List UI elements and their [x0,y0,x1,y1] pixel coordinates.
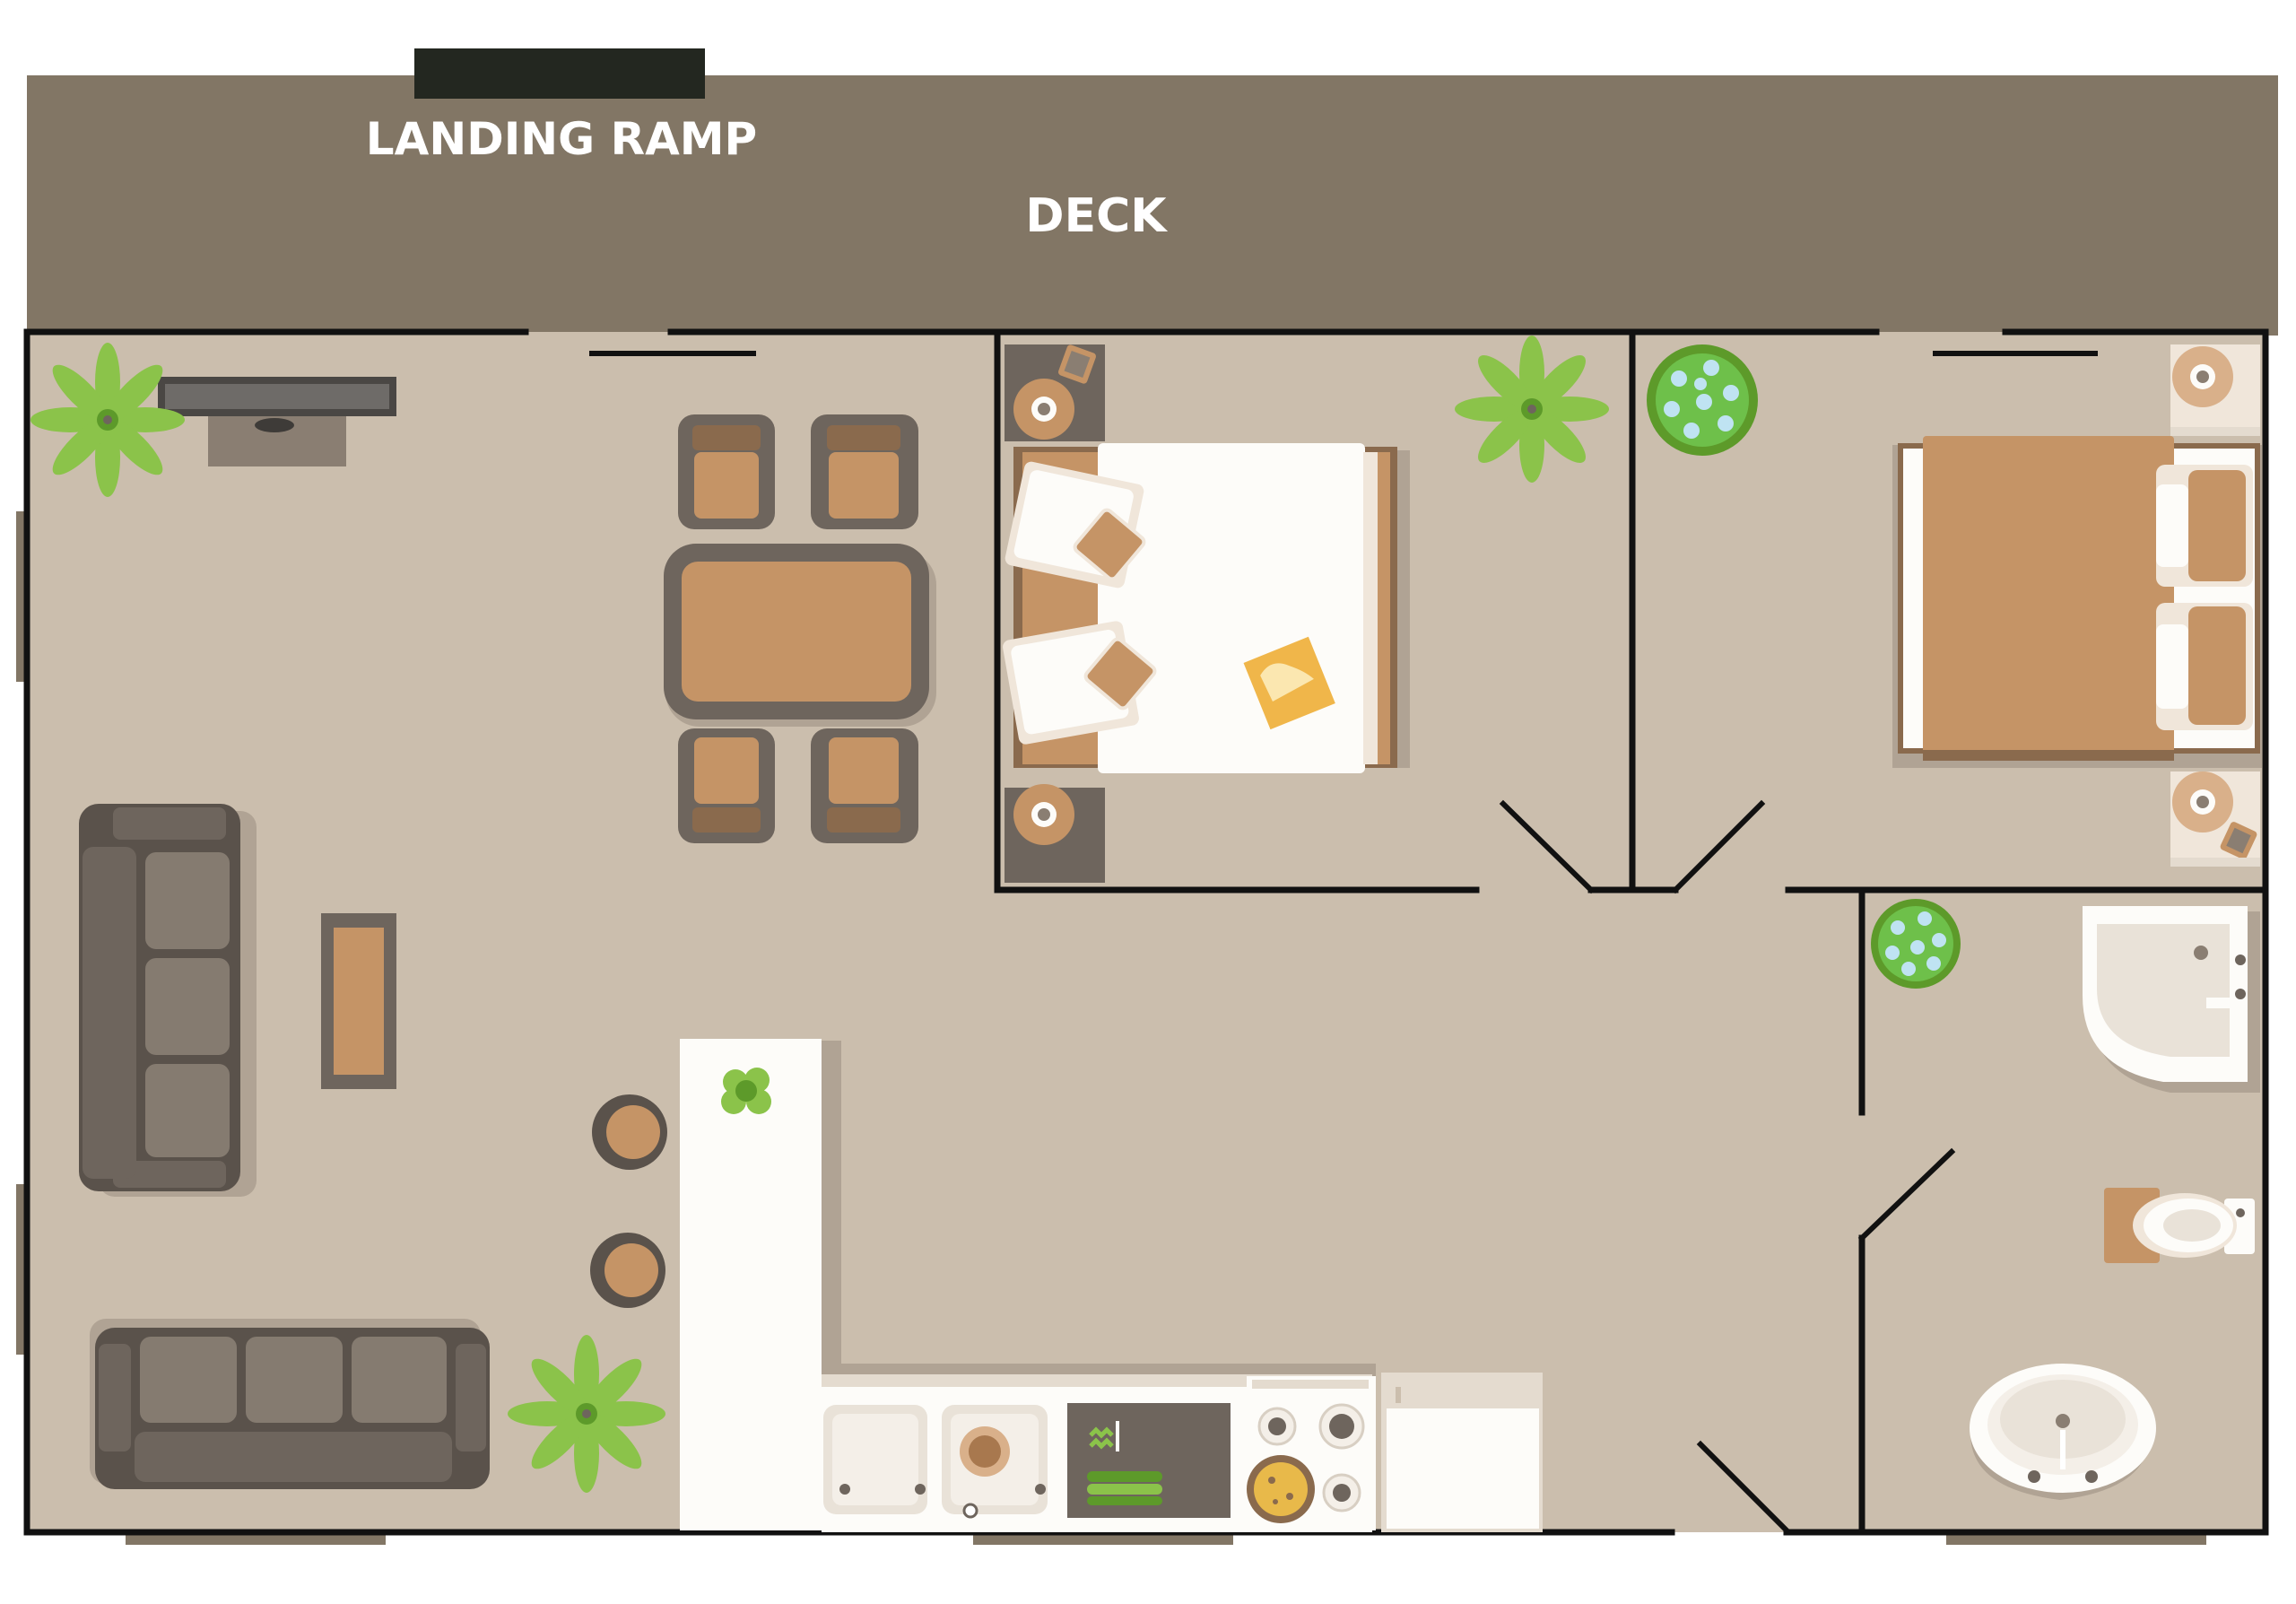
sofa [79,804,257,1197]
door [1696,1440,1791,1535]
book [1243,636,1335,730]
deck-area: LANDING RAMP DECK [27,48,2278,336]
nightstand [2170,771,2260,867]
dining-table-top [682,562,911,702]
bathroom-sink [1970,1364,2156,1500]
door [1499,799,1596,894]
nightstand [2170,344,2260,436]
doors [589,351,2098,1535]
corner-shower [2083,906,2260,1093]
backsplash [822,1374,1372,1387]
flowering-shrub [1647,344,1758,456]
deck [27,75,2278,336]
window [1659,318,1767,331]
bedroom-1-furniture [1003,344,1410,883]
sofa-cushion [352,1337,447,1423]
landing-ramp [414,48,705,99]
pillow [2156,465,2253,587]
dining-chair [811,728,918,843]
dining-set [664,414,936,843]
cushion [1083,637,1157,710]
flowering-shrub [1871,899,1961,989]
potted-plant [1455,336,1609,483]
landing-ramp-label: LANDING RAMP [366,113,757,165]
potted-plant [508,1335,665,1493]
sofa-arm [113,807,226,840]
sink [823,1405,927,1514]
bar-stool [590,1233,665,1308]
sofa-cushion [140,1337,237,1423]
refrigerator [1381,1373,1543,1532]
pillow [2156,603,2253,730]
tv-screen [165,384,389,409]
sofa-cushion [145,958,230,1055]
deck-label: DECK [1025,189,1168,243]
tv-base [255,418,294,432]
sofa-back [135,1432,452,1482]
dining-chair [811,414,918,529]
sofa-arm [99,1344,131,1451]
sink [942,1405,1048,1519]
potted-plant [30,343,185,497]
kitchen [680,1039,1543,1532]
tv-unit [158,377,396,466]
coffee-table [321,913,396,1089]
cutting-board [1067,1403,1231,1518]
door [1671,799,1766,894]
window [1193,318,1453,331]
sofa-cushion [145,1064,230,1157]
sofa-back [83,847,136,1179]
double-bed [1003,443,1410,773]
double-bed [1892,436,2262,768]
sofa [90,1319,490,1489]
potted-plant [721,1068,771,1114]
counter-shadow [820,1041,841,1385]
dining-chair [678,414,775,529]
toilet [2104,1188,2255,1263]
sofa-arm [456,1344,486,1451]
sofa-cushion [145,852,230,949]
window [2135,318,2233,331]
bar-stool [592,1094,667,1170]
bar-counter [680,1039,822,1530]
sofa-cushion [246,1337,343,1423]
stove [1247,1376,1376,1530]
bathroom-fixtures [1970,906,2260,1500]
door [1857,1147,1956,1242]
bedroom-2-furniture [1892,344,2262,867]
nightstand [1004,784,1105,883]
dining-chair [678,728,775,843]
cushion [1073,508,1146,581]
sofa-arm [113,1161,226,1188]
nightstand [1004,344,1105,441]
